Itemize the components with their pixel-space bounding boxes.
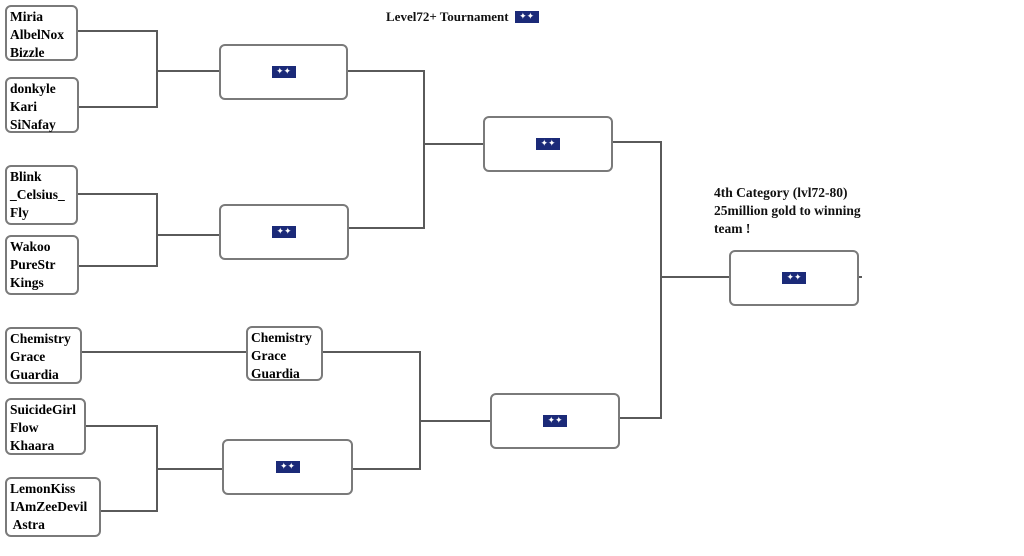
title-text: Level72+ Tournament [386, 9, 509, 24]
team-member: Miria [10, 9, 43, 24]
team-member: Khaara [10, 438, 55, 453]
team-member: Fly [10, 205, 29, 220]
flag-icon: ✦✦ [782, 272, 806, 284]
flag-icon: ✦✦ [272, 226, 296, 238]
team-member: SuicideGirl [10, 402, 77, 417]
flag-icon: ✦✦ [271, 66, 296, 78]
team-member: donkyle [10, 81, 56, 96]
team-member: LemonKiss [10, 481, 76, 496]
tournament-title: Level72+ Tournament ✦✦ [386, 9, 539, 25]
semifinal-slot-2: ✦✦ [490, 393, 620, 449]
team-member: PureStr [10, 257, 56, 272]
team-box-5: Chemistry Grace Guardia [5, 327, 82, 384]
team-member: Guardia [10, 367, 59, 382]
team-member: Blink [10, 169, 42, 184]
team-member: IAmZeeDevil [10, 499, 88, 514]
round2-slot-2: ✦✦ [219, 204, 349, 260]
semifinal-slot-1: ✦✦ [483, 116, 613, 172]
team-box-2: donkyle Kari SiNafay [5, 77, 79, 133]
final-slot: ✦✦ [729, 250, 859, 306]
round2-advanced-team: Chemistry Grace Guardia [246, 326, 323, 381]
team-member: Wakoo [10, 239, 51, 254]
flag-icon: ✦✦ [275, 461, 300, 473]
team-member: Kings [10, 275, 44, 290]
team-member: Grace [10, 349, 46, 364]
team-member: Kari [10, 99, 37, 114]
team-box-3: Blink _Celsius_ Fly [5, 165, 78, 225]
team-member: Bizzle [10, 45, 45, 60]
team-box-6: SuicideGirl Flow Khaara [5, 398, 86, 455]
flag-icon: ✦✦ [514, 11, 539, 23]
team-box-7: LemonKiss IAmZeeDevil Astra [5, 477, 101, 537]
team-member: Guardia [251, 366, 300, 381]
round2-slot-4: ✦✦ [222, 439, 353, 495]
team-member: Flow [10, 420, 39, 435]
team-member: AlbelNox [10, 27, 64, 42]
prize-line: 25million gold to winning [714, 203, 861, 218]
team-box-1: Miria AlbelNox Bizzle [5, 5, 78, 61]
team-member: Astra [10, 517, 45, 532]
team-member: _Celsius_ [10, 187, 65, 202]
round2-slot-1: ✦✦ [219, 44, 348, 100]
team-member: SiNafay [10, 117, 56, 132]
prize-line: team ! [714, 221, 751, 236]
team-member: Grace [251, 348, 287, 363]
prize-line: 4th Category (lvl72-80) [714, 185, 848, 200]
team-member: Chemistry [10, 331, 71, 346]
team-box-4: Wakoo PureStr Kings [5, 235, 79, 295]
flag-icon: ✦✦ [543, 415, 567, 427]
team-member: Chemistry [251, 330, 312, 345]
prize-info: 4th Category (lvl72-80) 25million gold t… [714, 184, 904, 238]
flag-icon: ✦✦ [536, 138, 560, 150]
